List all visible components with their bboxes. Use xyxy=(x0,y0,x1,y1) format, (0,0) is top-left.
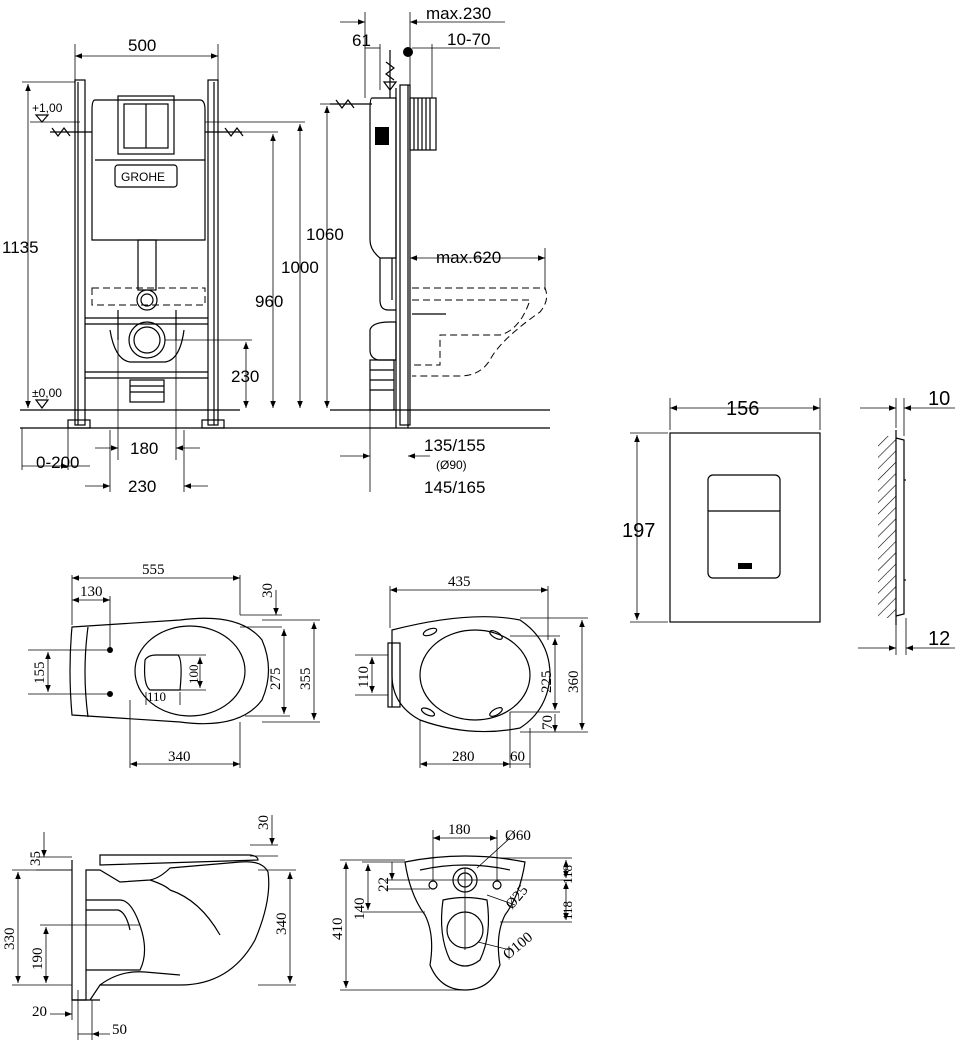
side-30: 30 xyxy=(256,815,272,830)
back-410: 410 xyxy=(330,918,346,941)
brand-label: GROHE xyxy=(121,170,165,184)
bowl-side-view: 30 35 330 190 340 20 50 xyxy=(2,815,296,1040)
dim-61: 61 xyxy=(352,31,371,50)
bowl-110: 110 xyxy=(147,689,166,704)
bowl-back-view: 180 Ø60 22 140 Ø25 118 118 410 Ø100 xyxy=(330,822,575,991)
dim-0-200: 0-200 xyxy=(36,453,79,472)
side-190: 190 xyxy=(30,948,46,971)
dim-180: 180 xyxy=(130,439,158,458)
bowl-length: 555 xyxy=(142,562,165,578)
level-zero: ±0,00 xyxy=(32,386,62,400)
frame-front-view: GROHE 500 1135 +1,00 ±0,00 xyxy=(2,36,550,496)
dim-1060: 1060 xyxy=(306,225,344,244)
dim-230: 230 xyxy=(231,367,259,386)
seat-70: 70 xyxy=(540,715,556,730)
bowl-100: 100 xyxy=(186,665,201,685)
side-330: 330 xyxy=(2,928,18,951)
back-phi60: Ø60 xyxy=(505,828,531,844)
dim-plate-width: 156 xyxy=(726,398,759,420)
dim-960: 960 xyxy=(255,292,283,311)
seat-110: 110 xyxy=(356,666,372,688)
seat-225: 225 xyxy=(539,671,555,694)
back-phi25: Ø25 xyxy=(503,882,532,912)
frame-side-view: max.230 61 10-70 1060 max.620 135/155 (Ø… xyxy=(306,4,550,497)
back-phi100: Ø100 xyxy=(500,929,536,963)
back-140: 140 xyxy=(352,898,368,921)
seat-360: 360 xyxy=(566,671,582,694)
side-20: 20 xyxy=(32,1004,47,1020)
bowl-top-view: 555 130 155 30 275 355 100 110 xyxy=(28,562,320,768)
dim-1000: 1000 xyxy=(281,258,319,277)
dim-max230: max.230 xyxy=(426,4,491,23)
side-35: 35 xyxy=(28,851,44,866)
dim-plate-height: 197 xyxy=(622,520,655,542)
dim-max620: max.620 xyxy=(436,248,501,267)
bowl-355: 355 xyxy=(298,668,314,691)
seat-280: 280 xyxy=(452,749,475,765)
flush-plate: 156 197 10 12 xyxy=(622,388,955,655)
side-340: 340 xyxy=(274,913,290,936)
dim-plate-depth-10: 10 xyxy=(928,388,950,410)
bowl-30: 30 xyxy=(260,583,276,598)
bowl-275: 275 xyxy=(268,668,284,691)
bowl-130: 130 xyxy=(80,584,103,600)
dim-145-165: 145/165 xyxy=(424,478,485,497)
seat-top-view: 435 110 225 360 70 280 60 xyxy=(355,574,588,768)
back-118a: 118 xyxy=(560,865,575,884)
bowl-155: 155 xyxy=(32,662,48,685)
back-22: 22 xyxy=(376,877,392,892)
bowl-340: 340 xyxy=(168,749,191,765)
dim-height-1135: 1135 xyxy=(2,238,39,257)
side-50: 50 xyxy=(112,1022,127,1038)
dim-width-500: 500 xyxy=(128,36,156,55)
back-180: 180 xyxy=(448,822,471,838)
dim-135-155: 135/155 xyxy=(424,436,485,455)
dim-230-bottom: 230 xyxy=(128,477,156,496)
pipe-diameter: (Ø90) xyxy=(436,458,467,472)
seat-60: 60 xyxy=(510,749,525,765)
level-top: +1,00 xyxy=(32,101,63,115)
dim-plate-depth-12: 12 xyxy=(928,628,950,650)
back-118b: 118 xyxy=(560,901,575,920)
dim-10-70: 10-70 xyxy=(447,30,490,49)
seat-width: 435 xyxy=(448,574,471,590)
